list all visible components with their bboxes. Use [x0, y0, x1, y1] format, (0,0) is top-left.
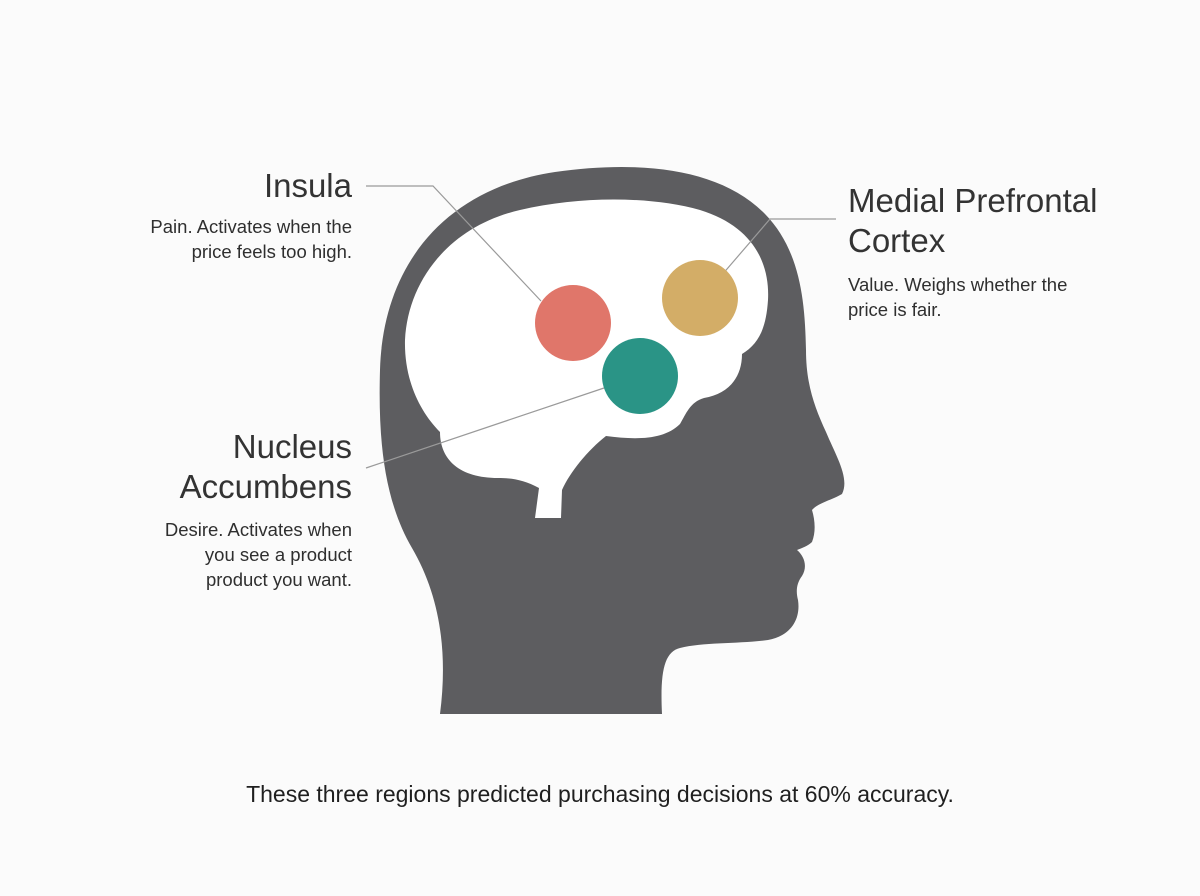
medial-prefrontal-cortex-marker	[662, 260, 738, 336]
nucleus-accumbens-leader-line	[365, 387, 605, 469]
nacc-desc-line-1: Desire. Activates when	[164, 519, 352, 540]
insula-title: Insula	[263, 167, 352, 204]
nucleus-accumbens-marker	[602, 338, 678, 414]
insula-marker	[535, 285, 611, 361]
mpfc-desc-line-2: price is fair.	[848, 299, 942, 320]
nucleus-accumbens-title: Nucleus Accumbens	[60, 427, 352, 507]
insula-leader-line	[366, 185, 542, 302]
mpfc-title-line-2: Cortex	[848, 222, 946, 259]
mpfc-title-line-1: Medial Prefrontal	[848, 182, 1098, 219]
insula-desc-line-1: Pain. Activates when the	[150, 216, 352, 237]
nucleus-accumbens-description: Desire. Activates when you see a product…	[60, 517, 352, 592]
nacc-title-line-2: Accumbens	[179, 468, 352, 505]
mpfc-label: Medial Prefrontal Cortex Value. Weighs w…	[848, 181, 1148, 322]
mpfc-leader-line	[720, 218, 836, 277]
mpfc-desc-line-1: Value. Weighs whether the	[848, 274, 1068, 295]
nucleus-accumbens-label: Nucleus Accumbens Desire. Activates when…	[60, 427, 352, 592]
insula-desc-line-2: price feels too high.	[191, 241, 352, 262]
nacc-desc-line-3: product you want.	[205, 569, 352, 590]
caption: These three regions predicted purchasing…	[246, 781, 954, 807]
nacc-title-line-1: Nucleus	[232, 428, 352, 465]
insula-description: Pain. Activates when the price feels too…	[60, 214, 352, 264]
nacc-desc-line-2: you see a product	[204, 544, 352, 565]
insula-label: Insula Pain. Activates when the price fe…	[60, 166, 352, 264]
mpfc-description: Value. Weighs whether the price is fair.	[848, 272, 1148, 322]
mpfc-title: Medial Prefrontal Cortex	[848, 181, 1148, 261]
